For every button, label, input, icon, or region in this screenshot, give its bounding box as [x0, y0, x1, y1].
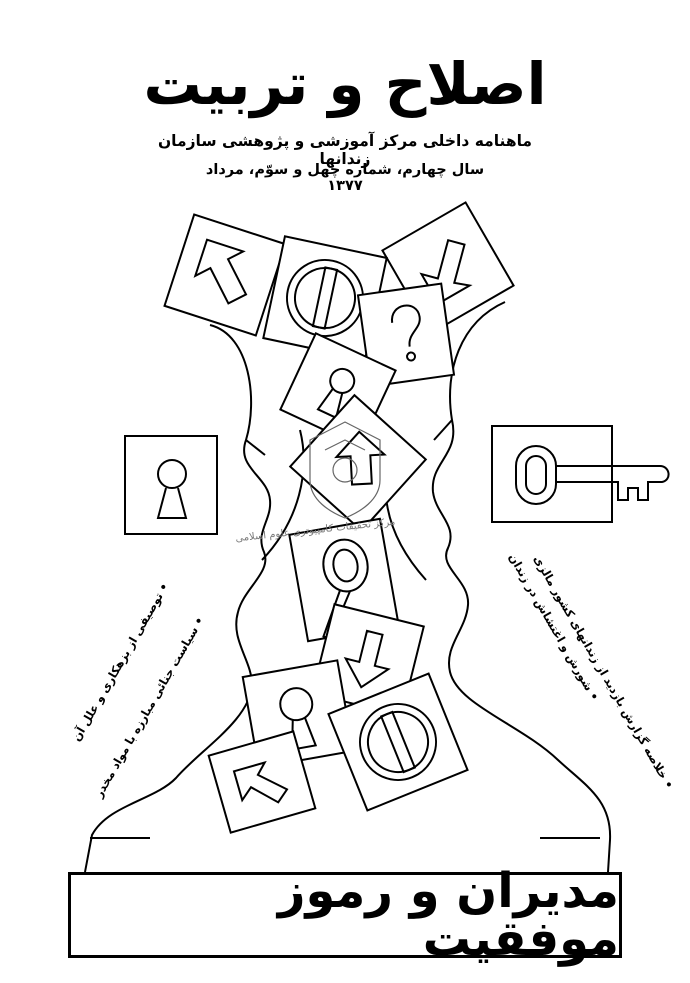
card-arrow-up-left: [163, 213, 287, 337]
cover-headline-box: مدیران و رموز موفقیت: [68, 867, 622, 963]
frame-keyhole: [124, 435, 218, 535]
card-arrow-center: [288, 393, 428, 533]
card-arrow-bottom-left: [207, 730, 317, 834]
cover-headline: مدیران و رموز موفقیت: [277, 863, 619, 967]
card-no-entry-bottom: [327, 672, 469, 812]
magazine-subtitle: ماهنامه داخلی مرکز آموزشی و پژوهشی سازما…: [157, 132, 533, 168]
frame-key: [491, 425, 670, 523]
magazine-title: اصلاح و تربیت: [143, 50, 547, 118]
card-question-mark: [356, 282, 456, 388]
left-face-profile: [84, 324, 272, 873]
issue-info: سال چهارم، شماره چهل و سوّم، مرداد ۱۳۷۷: [205, 162, 485, 194]
watermark-emblem: [309, 421, 381, 519]
cover-illustration: [84, 201, 670, 873]
right-face-profile: [431, 301, 612, 873]
